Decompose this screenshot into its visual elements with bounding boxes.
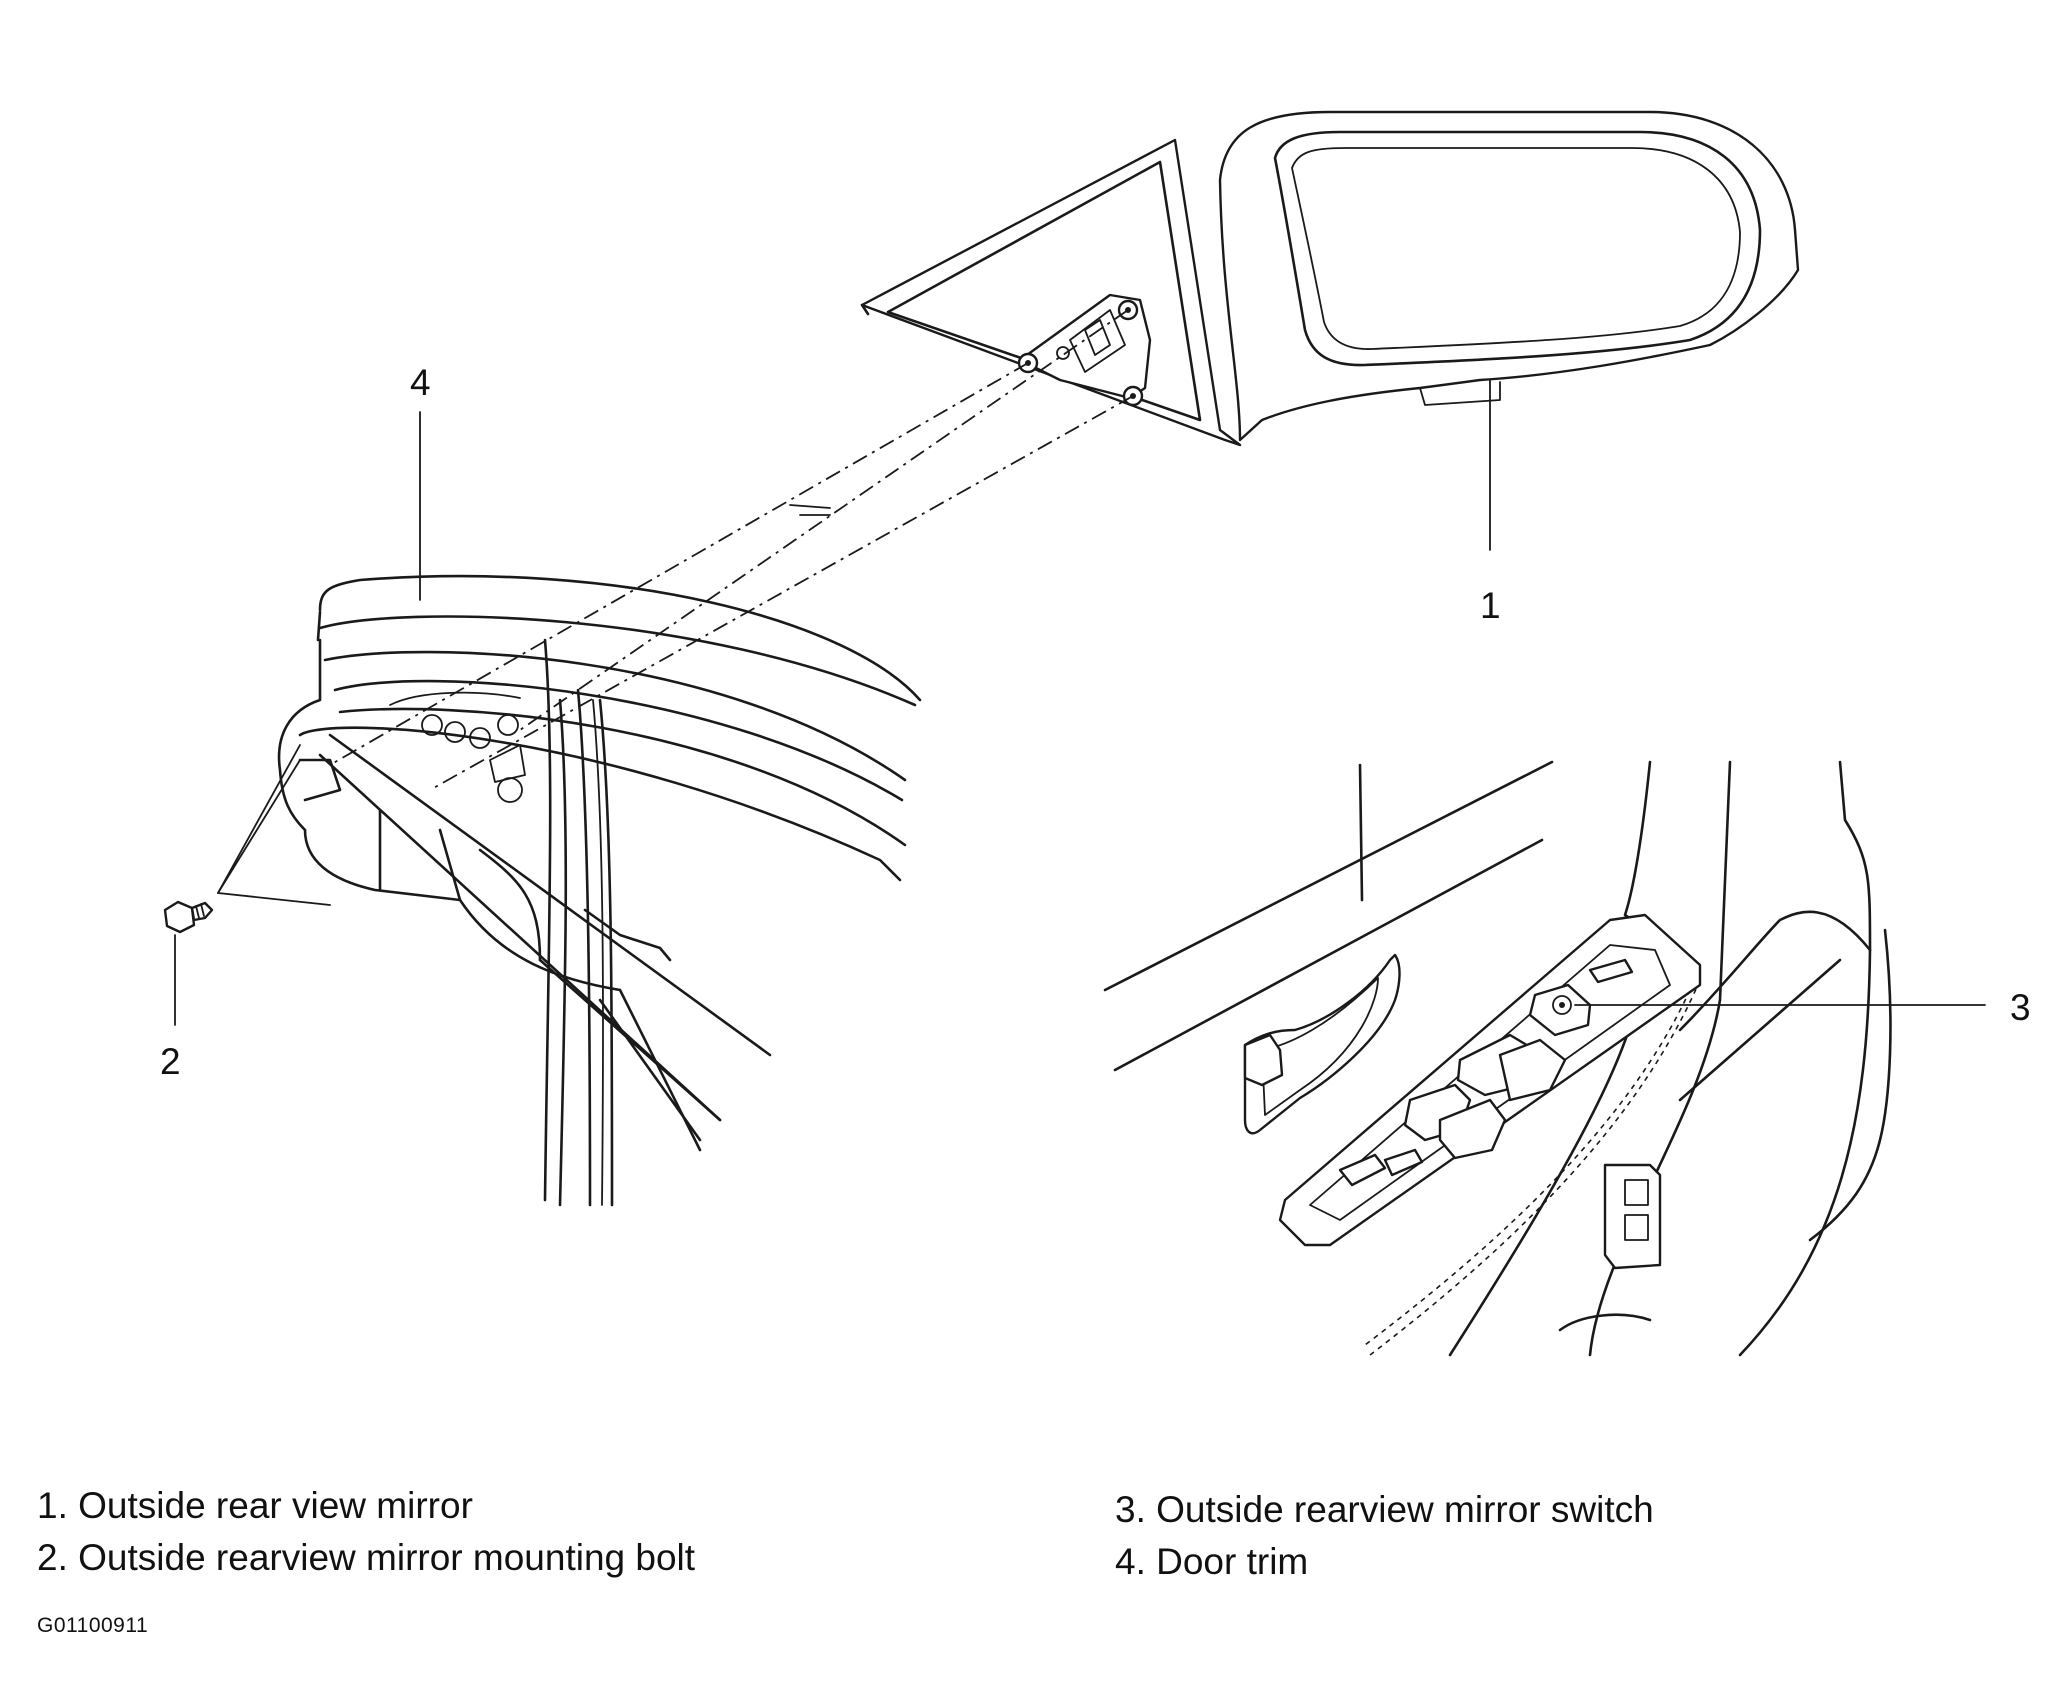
outside-rear-view-mirror xyxy=(860,110,1800,447)
legend-item-2: 2. Outside rearview mirror mounting bolt xyxy=(37,1537,696,1578)
legend-item-1: 1. Outside rear view mirror xyxy=(37,1485,473,1526)
leader-lines xyxy=(174,379,1986,1026)
callout-3: 3 xyxy=(2010,987,2031,1028)
legend-left: 1. Outside rear view mirror 2. Outside r… xyxy=(37,1480,695,1584)
outside-rearview-mirror-switch xyxy=(1528,983,1592,1037)
callout-2: 2 xyxy=(160,1041,181,1082)
assembly-lines xyxy=(217,309,1134,906)
callout-4: 4 xyxy=(410,362,431,403)
legend-item-3: 3. Outside rearview mirror switch xyxy=(1115,1489,1654,1530)
door-trim xyxy=(277,574,922,1207)
figure-id: G01100911 xyxy=(37,1614,149,1637)
mounting-bolt xyxy=(163,900,214,934)
legend-item-4: 4. Door trim xyxy=(1115,1541,1309,1582)
door-panel-detail xyxy=(1103,760,1892,1357)
callout-1: 1 xyxy=(1480,585,1501,626)
legend-right: 3. Outside rearview mirror switch 4. Doo… xyxy=(1115,1484,1654,1588)
